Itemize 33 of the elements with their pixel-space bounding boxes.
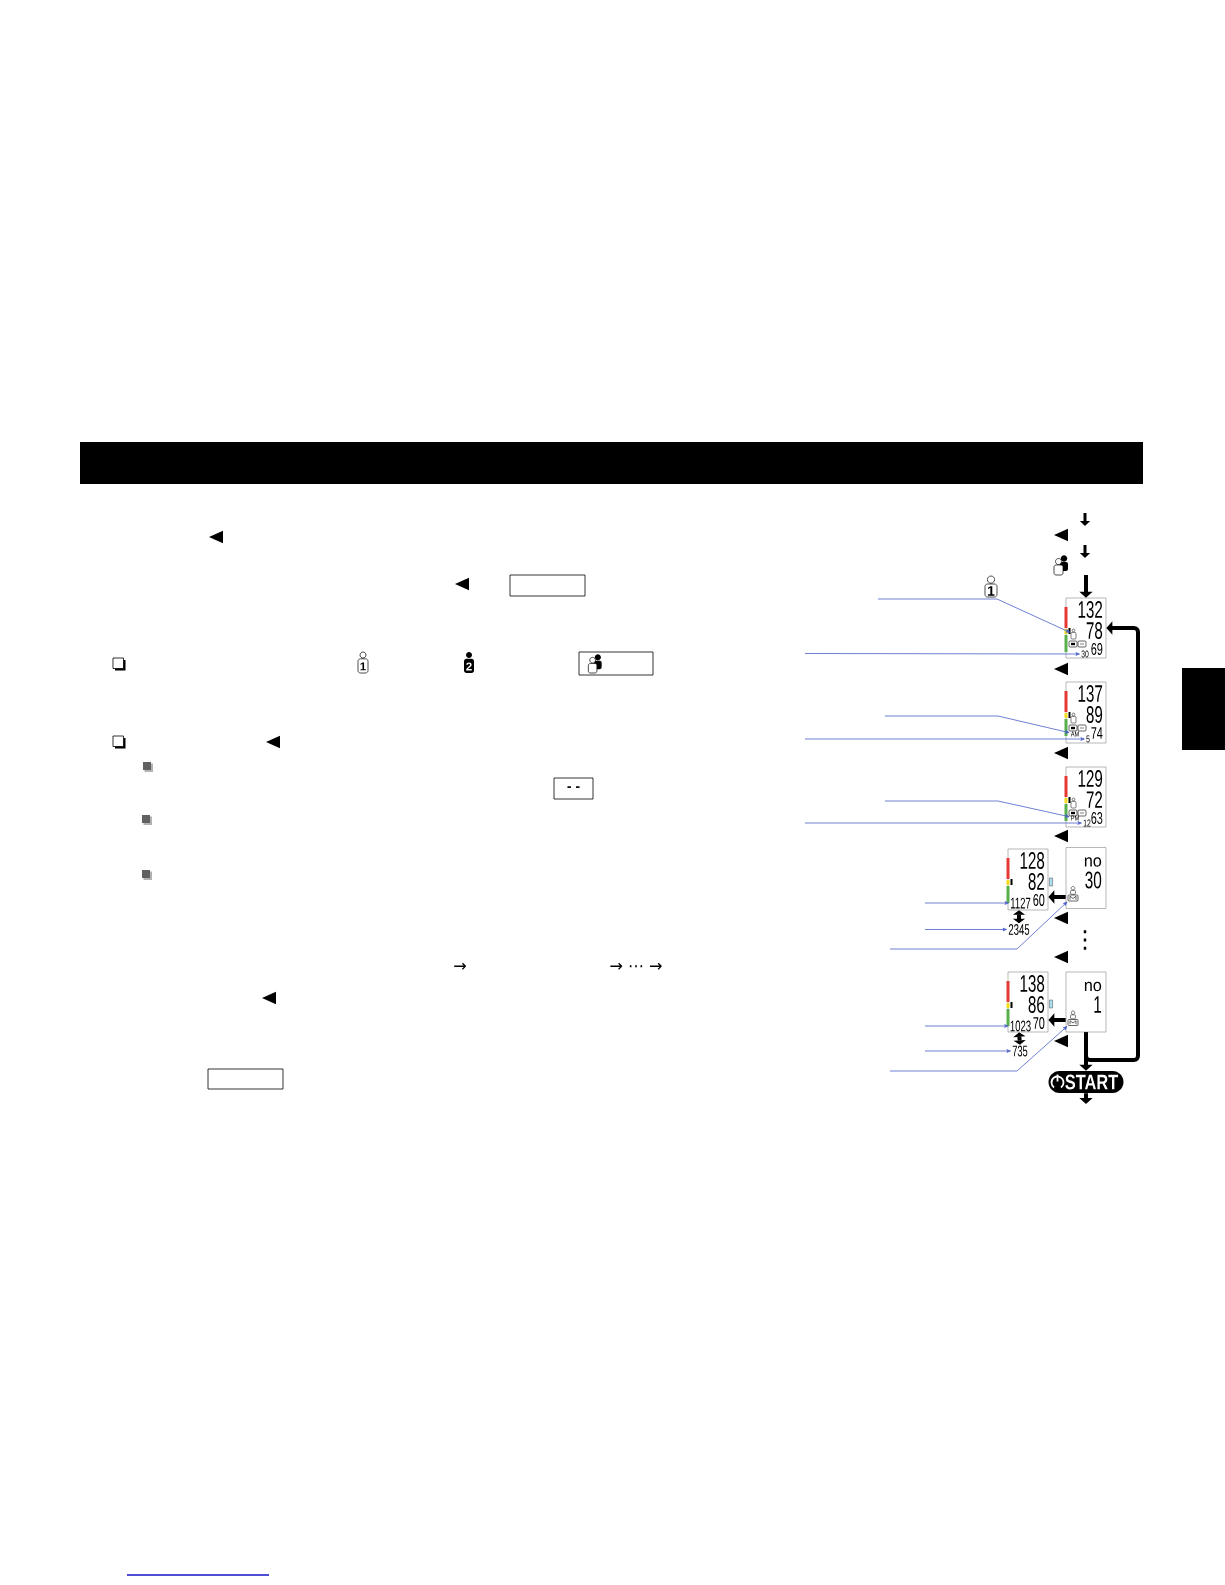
leader-line <box>804 821 1082 825</box>
arrow-sign: → <box>454 962 466 970</box>
lcd-reading: 30 <box>1081 650 1089 658</box>
arrow-sign: → ⋯ → <box>610 962 662 970</box>
leader-line <box>877 598 1071 633</box>
lcd-reading: 1127 <box>1010 897 1031 909</box>
leader-line <box>804 652 1080 656</box>
lcd-reading: 1023 <box>1010 1020 1031 1032</box>
user-icon <box>1070 628 1077 640</box>
double-arrow <box>1013 1032 1026 1045</box>
leader-line <box>889 901 1068 950</box>
memory-icon <box>1067 1010 1079 1026</box>
leader-line <box>924 1049 1011 1053</box>
lcd-reading: 735 <box>1012 1045 1028 1057</box>
leader-line <box>924 1024 1009 1028</box>
symbol-box: - - <box>553 777 594 800</box>
lcd-display: no 1 <box>1065 971 1107 1033</box>
leader-line <box>889 1026 1068 1072</box>
leader-line <box>804 737 1085 741</box>
continuation-dots: ⋮ <box>1083 930 1087 950</box>
lcd-display: no 30 <box>1065 847 1107 909</box>
leader-line <box>924 901 1009 905</box>
leader-line <box>884 715 1070 734</box>
double-arrow <box>1012 910 1026 924</box>
lcd-reading: 2345 <box>1008 924 1030 935</box>
leader-line <box>924 927 1007 932</box>
section-tab <box>1182 668 1225 750</box>
memory-icon <box>1067 886 1079 902</box>
key-box <box>509 574 586 597</box>
key-box <box>207 1068 284 1090</box>
leader-line <box>884 800 1070 818</box>
lcd-reading: 12 <box>1083 819 1091 827</box>
lcd-reading: 5 <box>1086 735 1090 743</box>
